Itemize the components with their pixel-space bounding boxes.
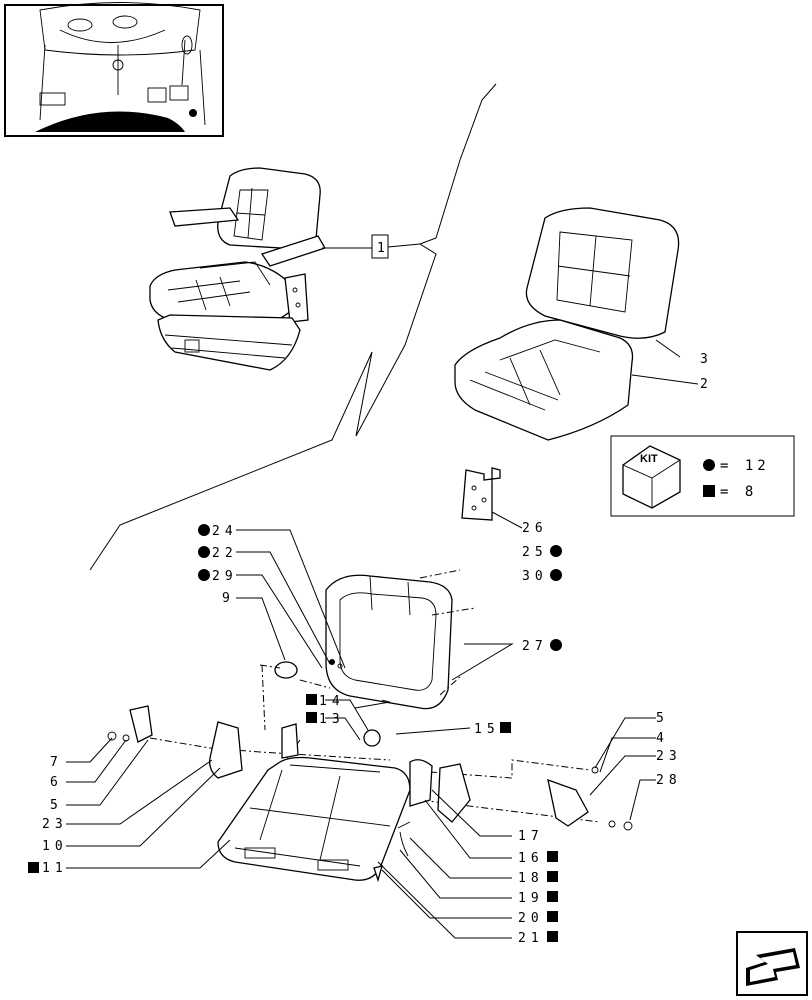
callout-9: 9 — [222, 591, 235, 606]
square-marker-icon — [28, 862, 39, 873]
callout-6: 6 — [50, 775, 63, 790]
callout-11: 11 — [42, 861, 68, 876]
square-marker-icon — [547, 851, 558, 862]
callout-18: 18 — [518, 871, 544, 886]
kit-circle-count: = 12 — [720, 458, 770, 474]
square-marker-icon — [703, 485, 715, 497]
callout-2: 2 — [700, 377, 713, 392]
square-marker-icon — [547, 911, 558, 922]
square-marker-icon — [500, 722, 511, 733]
callout-3: 3 — [700, 352, 713, 367]
seat-assembly-view — [149, 167, 389, 371]
leader-lines — [66, 529, 656, 939]
cab-thumbnail — [4, 2, 224, 137]
callout-29: 29 — [212, 569, 238, 584]
seat-pan — [217, 756, 411, 881]
kit-legend: KIT = 12 = 8 — [610, 435, 795, 517]
callout-19: 19 — [518, 891, 544, 906]
callout-21: 21 — [518, 931, 544, 946]
next-page-arrow-icon[interactable] — [736, 931, 808, 996]
callout-1: 1 — [377, 241, 390, 256]
callout-22: 22 — [212, 546, 238, 561]
circle-marker-icon — [703, 459, 715, 471]
circle-marker-icon — [550, 545, 562, 557]
callout-5-left: 5 — [50, 798, 63, 813]
callout-5-right: 5 — [656, 711, 669, 726]
callout-24: 24 — [212, 524, 238, 539]
mounting-plate — [461, 467, 523, 529]
view-separator-lines — [89, 83, 497, 571]
callout-30: 30 — [522, 569, 548, 584]
circle-marker-icon — [198, 546, 210, 558]
circle-marker-icon — [198, 524, 210, 536]
backrest-cushion-view — [454, 207, 699, 441]
kit-label: KIT — [640, 453, 658, 465]
square-marker-icon — [547, 931, 558, 942]
callout-13: 13 — [319, 712, 345, 727]
callout-10: 10 — [42, 839, 68, 854]
callout-14: 14 — [319, 694, 345, 709]
callout-20: 20 — [518, 911, 544, 926]
callout-15: 15 — [474, 722, 500, 737]
callout-23-left: 23 — [42, 817, 68, 832]
callout-17: 17 — [518, 829, 544, 844]
square-marker-icon — [306, 712, 317, 723]
square-marker-icon — [547, 891, 558, 902]
square-marker-icon — [306, 694, 317, 705]
callout-labels: 1 2 3 26 25 30 27 24 22 29 9 14 13 15 5 … — [28, 241, 713, 946]
circle-marker-icon — [198, 569, 210, 581]
circle-marker-icon — [550, 639, 562, 651]
callout-27: 27 — [522, 639, 548, 654]
callout-23-right: 23 — [656, 749, 682, 764]
kit-square-count: = 8 — [720, 484, 757, 500]
square-marker-icon — [547, 871, 558, 882]
seat-frame — [259, 574, 463, 731]
callout-25: 25 — [522, 545, 548, 560]
callout-16: 16 — [518, 851, 544, 866]
callout-28: 28 — [656, 773, 682, 788]
circle-marker-icon — [550, 569, 562, 581]
callout-26: 26 — [522, 521, 548, 536]
side-brackets — [107, 705, 633, 883]
callout-7: 7 — [50, 755, 63, 770]
callout-4: 4 — [656, 731, 669, 746]
